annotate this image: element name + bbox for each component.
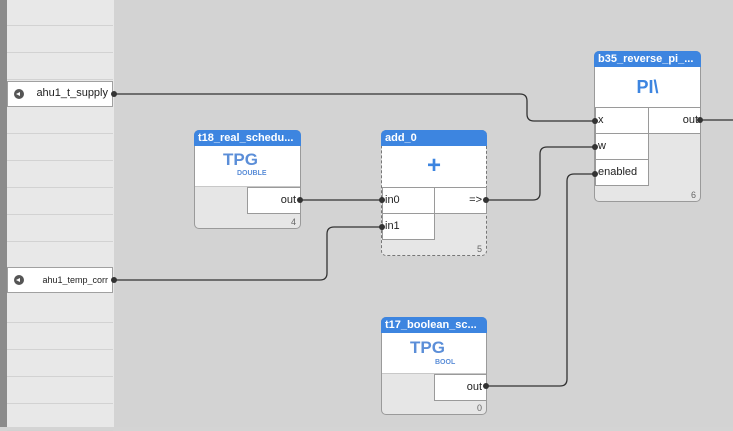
io-input-ahu1-t-supply[interactable]: ahu1_t_supply bbox=[7, 81, 113, 107]
left-arrow-circle-icon bbox=[14, 89, 24, 99]
port-connector[interactable] bbox=[483, 197, 489, 203]
io-slot[interactable] bbox=[7, 189, 113, 215]
io-slot[interactable] bbox=[7, 162, 113, 188]
io-input-ahu1-temp-corr[interactable]: ahu1_temp_corr bbox=[7, 267, 113, 293]
port-connector[interactable] bbox=[297, 197, 303, 203]
io-input-label: ahu1_t_supply bbox=[36, 87, 108, 99]
port-x[interactable]: x bbox=[595, 107, 649, 134]
tpg-sub-label: DOUBLE bbox=[237, 170, 267, 177]
io-slot[interactable] bbox=[7, 27, 113, 53]
block-title: t17_boolean_sc... bbox=[381, 317, 487, 333]
port-out[interactable]: out bbox=[648, 107, 701, 134]
io-slot[interactable] bbox=[7, 351, 113, 377]
block-title: b35_reverse_pi_... bbox=[594, 51, 701, 67]
block-index: 5 bbox=[476, 244, 482, 254]
port-connector[interactable] bbox=[697, 117, 703, 123]
pi-symbol-icon: PI\ bbox=[636, 77, 659, 97]
port-connector[interactable] bbox=[111, 277, 117, 283]
io-column bbox=[7, 0, 114, 431]
left-arrow-circle-icon bbox=[14, 275, 24, 285]
port-connector[interactable] bbox=[592, 171, 598, 177]
port-w[interactable]: w bbox=[595, 133, 649, 160]
block-add-0[interactable]: add_0 + in0 => in1 5 bbox=[381, 130, 487, 256]
wire-ahu1-t-supply-to-x bbox=[114, 93, 595, 122]
port-out[interactable]: out bbox=[247, 187, 301, 214]
port-enabled[interactable]: enabled bbox=[595, 159, 649, 186]
block-title: add_0 bbox=[381, 130, 487, 146]
block-index: 0 bbox=[476, 403, 482, 413]
port-out[interactable]: out bbox=[434, 374, 487, 401]
block-index: 6 bbox=[690, 190, 696, 200]
io-slot[interactable] bbox=[7, 216, 113, 242]
io-slot[interactable] bbox=[7, 54, 113, 80]
port-connector[interactable] bbox=[592, 118, 598, 124]
add-plus-icon: + bbox=[426, 152, 441, 179]
wire-temp-corr-to-in1 bbox=[114, 226, 382, 281]
io-input-label: ahu1_temp_corr bbox=[42, 275, 108, 285]
io-slot[interactable] bbox=[7, 297, 113, 323]
port-connector[interactable] bbox=[111, 91, 117, 97]
block-face: + bbox=[382, 146, 486, 188]
block-face: TPG BOOL bbox=[382, 333, 486, 374]
wire-add-out-to-w bbox=[486, 146, 595, 201]
port-connector[interactable] bbox=[379, 224, 385, 230]
io-slot[interactable] bbox=[7, 0, 113, 26]
tpg-label: TPG bbox=[223, 150, 258, 169]
port-connector[interactable] bbox=[483, 383, 489, 389]
io-slot[interactable] bbox=[7, 378, 113, 404]
port-connector[interactable] bbox=[592, 144, 598, 150]
port-in0[interactable]: in0 bbox=[382, 187, 435, 214]
block-title: t18_real_schedu... bbox=[194, 130, 301, 146]
block-b35-reverse-pi[interactable]: b35_reverse_pi_... PI\ x out w enabled 6 bbox=[594, 51, 701, 202]
tpg-sub-label: BOOL bbox=[435, 359, 456, 366]
block-face: TPG DOUBLE bbox=[195, 146, 300, 187]
block-face: PI\ bbox=[595, 67, 700, 108]
tpg-label: TPG bbox=[410, 338, 445, 357]
block-t17-boolean-schedule[interactable]: t17_boolean_sc... TPG BOOL out 0 bbox=[381, 317, 487, 415]
io-slot[interactable] bbox=[7, 324, 113, 350]
port-out[interactable]: => bbox=[434, 187, 487, 214]
port-connector[interactable] bbox=[379, 197, 385, 203]
block-t18-real-schedule[interactable]: t18_real_schedu... TPG DOUBLE out 4 bbox=[194, 130, 301, 229]
block-index: 4 bbox=[290, 217, 296, 227]
io-slot[interactable] bbox=[7, 135, 113, 161]
wire-t17-out-to-enabled bbox=[486, 173, 595, 387]
io-slot[interactable] bbox=[7, 108, 113, 134]
port-in1[interactable]: in1 bbox=[382, 213, 435, 240]
left-edge-bar bbox=[0, 0, 7, 427]
